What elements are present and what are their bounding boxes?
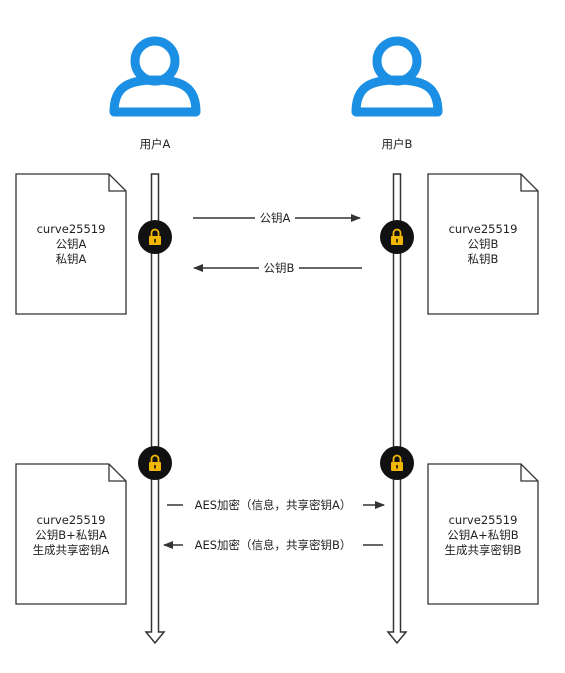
message-public-key-b: 公钥B: [193, 260, 362, 276]
message-label: 公钥A: [260, 211, 291, 225]
message-label: 公钥B: [264, 261, 295, 275]
user-b: 用户B: [351, 36, 443, 151]
document-line: curve25519: [449, 513, 518, 527]
document-a-shared: curve25519 公钥B+私钥A 生成共享密钥A: [15, 463, 127, 605]
message-aes-a: AES加密（信息，共享密钥A）: [167, 497, 385, 513]
document-line: 私钥A: [56, 252, 87, 266]
user-b-label: 用户B: [382, 137, 413, 151]
user-a: 用户A: [109, 36, 201, 151]
user-a-label: 用户A: [140, 137, 171, 151]
lock-icon: [138, 446, 172, 480]
lock-icon: [380, 220, 414, 254]
document-line: curve25519: [37, 513, 106, 527]
document-line: 公钥A+私钥B: [447, 528, 519, 542]
document-line: 私钥B: [468, 252, 499, 266]
document-line: 生成共享密钥A: [33, 543, 110, 557]
document-line: 公钥B+私钥A: [35, 528, 107, 542]
message-label: AES加密（信息，共享密钥A）: [195, 498, 352, 512]
user-icon: [351, 36, 443, 117]
message-label: AES加密（信息，共享密钥B）: [195, 538, 352, 552]
lock-icon: [138, 220, 172, 254]
document-b-shared: curve25519 公钥A+私钥B 生成共享密钥B: [427, 463, 539, 605]
document-line: curve25519: [37, 222, 106, 236]
document-line: 公钥A: [56, 237, 87, 251]
message-aes-b: AES加密（信息，共享密钥B）: [163, 537, 383, 553]
document-line: curve25519: [449, 222, 518, 236]
document-b-keys: curve25519 公钥B 私钥B: [427, 173, 539, 315]
document-line: 生成共享密钥B: [445, 543, 522, 557]
message-public-key-a: 公钥A: [193, 210, 361, 226]
user-icon: [109, 36, 201, 117]
lock-icon: [380, 446, 414, 480]
document-a-keys: curve25519 公钥A 私钥A: [15, 173, 127, 315]
document-line: 公钥B: [468, 237, 499, 251]
